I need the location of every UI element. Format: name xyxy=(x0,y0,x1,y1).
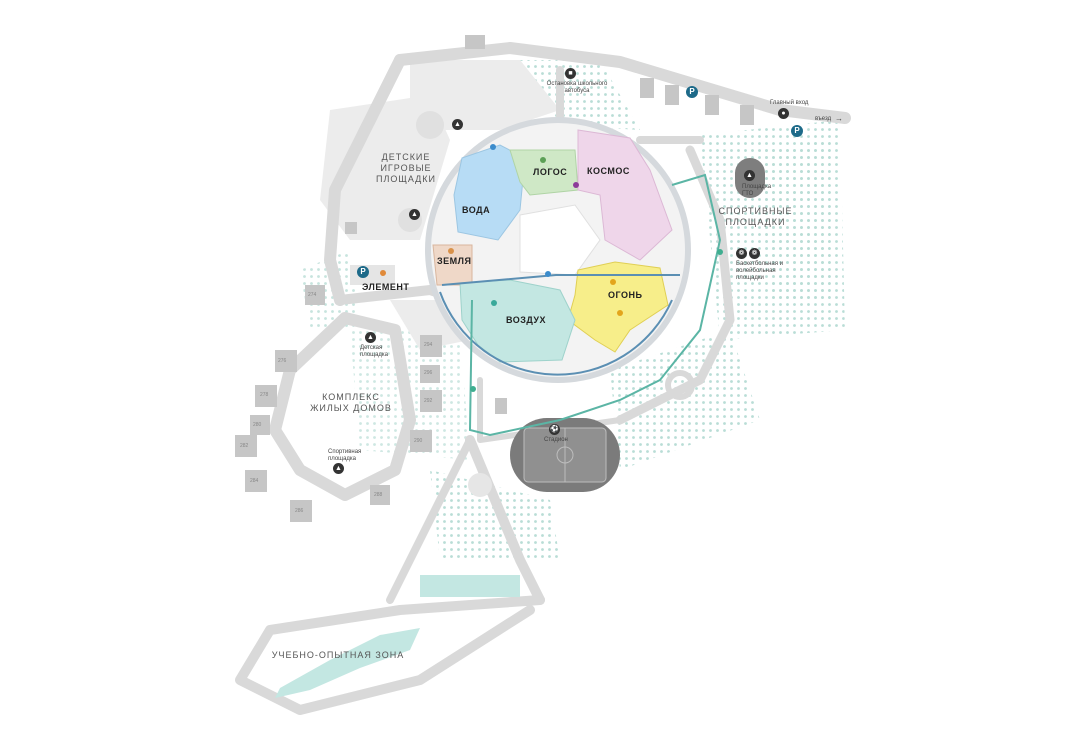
zone-ogon-label[interactable]: ОГОНЬ xyxy=(608,290,643,300)
basketball-icon[interactable]: ❁ xyxy=(736,248,747,259)
vozdukh-marker-icon xyxy=(491,300,497,306)
area-playgrounds-label: ДЕТСКИЕ ИГРОВЫЕ ПЛОЩАДКИ xyxy=(376,152,436,184)
building-number: 284 xyxy=(250,478,259,484)
zone-vozdukh-label[interactable]: ВОЗДУХ xyxy=(506,315,547,325)
zone-kosmos-label[interactable]: КОСМОС xyxy=(587,166,630,176)
ring-marker-icon xyxy=(545,271,551,277)
zone-zemlya-label[interactable]: ЗЕМЛЯ xyxy=(437,256,472,266)
path-marker-icon-2 xyxy=(470,386,476,392)
building-number: 276 xyxy=(278,358,287,364)
main-entrance-label: Главный вход xyxy=(770,100,809,106)
zone-logos-label[interactable]: ЛОГОС xyxy=(533,167,568,177)
parking-icon-element[interactable]: P xyxy=(357,266,369,278)
zone-logos-shape xyxy=(509,149,579,196)
greenhouse-shape xyxy=(420,575,520,597)
playground-shape xyxy=(416,111,444,139)
path-marker-icon xyxy=(717,249,723,255)
area-sports-grounds-label: СПОРТИВНЫЕ ПЛОЩАДКИ xyxy=(718,206,793,227)
entry-label: въезд xyxy=(815,116,832,122)
stadium-label: Стадион xyxy=(544,437,568,443)
residential-buildings xyxy=(235,35,754,522)
building-number: 290 xyxy=(414,438,423,444)
building-number: 294 xyxy=(424,342,433,348)
zone-voda-label[interactable]: ВОДА xyxy=(462,205,491,215)
zone-kosmos-shape xyxy=(577,129,673,261)
playground-icon[interactable]: ▲ xyxy=(452,119,463,130)
building-number: 296 xyxy=(424,370,433,376)
building-number: 280 xyxy=(253,422,262,428)
kids-playground-label: Детская площадка xyxy=(360,345,389,358)
walking-paths xyxy=(468,173,722,437)
volleyball-icon[interactable]: ❁ xyxy=(749,248,760,259)
stadium-icon[interactable]: ⚽ xyxy=(549,424,560,435)
building-number: 292 xyxy=(424,398,433,404)
area-training-zone-label: УЧЕБНО-ОПЫТНАЯ ЗОНА xyxy=(271,650,405,660)
parking-icon-entrance[interactable]: P xyxy=(791,125,803,137)
training-zone-shape xyxy=(275,628,420,698)
ogon-marker-icon-2 xyxy=(617,310,623,316)
bus-icon[interactable]: ■ xyxy=(565,68,576,79)
playground-icon-2[interactable]: ▲ xyxy=(409,209,420,220)
zone-ogon-shape xyxy=(567,261,669,353)
building-number: 282 xyxy=(240,443,249,449)
bus-stop-label: Остановка школьного автобуса xyxy=(546,81,608,94)
kids-playground-icon[interactable]: ▲ xyxy=(365,332,376,343)
ogon-marker-icon xyxy=(610,279,616,285)
zemlya-marker-icon xyxy=(448,248,454,254)
building-number: 286 xyxy=(295,508,304,514)
zone-vozdukh-shape xyxy=(459,279,576,363)
parking-icon-top[interactable]: P xyxy=(686,86,698,98)
sports-ground-icon[interactable]: ▲ xyxy=(333,463,344,474)
element-marker-icon xyxy=(380,270,386,276)
voda-marker-icon xyxy=(490,144,496,150)
courts-label: Баскетбольная и волейбольная площадки xyxy=(736,261,784,281)
area-residential-label: КОМПЛЕКС ЖИЛЫХ ДОМОВ xyxy=(310,392,392,413)
zone-voda-shape xyxy=(453,144,526,241)
stadium-shape xyxy=(510,418,620,492)
logos-marker-icon xyxy=(540,157,546,163)
sports-ground-label: Спортивная площадка xyxy=(328,449,362,462)
zone-element-label[interactable]: ЭЛЕМЕНТ xyxy=(362,282,410,292)
building-number: 288 xyxy=(374,492,383,498)
tree-areas xyxy=(300,60,845,560)
building-number: 278 xyxy=(260,392,269,398)
entrance-icon[interactable]: ● xyxy=(778,108,789,119)
building-number: 274 xyxy=(308,292,317,298)
gto-icon[interactable]: ▲ xyxy=(744,170,755,181)
kosmos-marker-icon xyxy=(573,182,579,188)
gto-label: Площадка ГТО xyxy=(742,184,772,197)
arrow-right-icon: → xyxy=(835,114,843,123)
